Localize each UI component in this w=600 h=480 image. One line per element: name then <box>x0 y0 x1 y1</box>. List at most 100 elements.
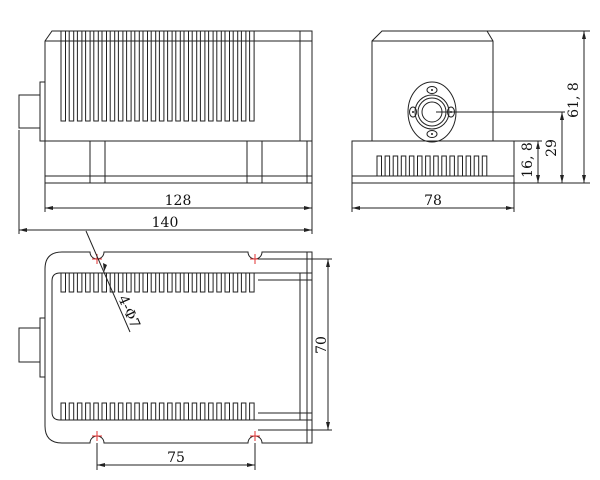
top-connector-flange <box>39 317 46 378</box>
fin <box>60 30 66 122</box>
fin <box>126 30 132 122</box>
fin <box>457 155 463 177</box>
mounting-hole-centerlines <box>92 254 260 441</box>
fin <box>142 30 148 122</box>
fin <box>175 30 181 122</box>
fin <box>158 272 165 293</box>
fin <box>465 155 472 177</box>
fin <box>240 30 247 122</box>
fin <box>117 402 124 421</box>
fin <box>93 272 99 293</box>
top-view: 70 75 4-Φ7 <box>18 230 332 470</box>
fin <box>158 30 165 122</box>
dim-label-140: 140 <box>152 215 179 231</box>
fin <box>249 30 255 122</box>
side-view: 128 140 <box>18 30 313 234</box>
dim-label-70: 70 <box>314 336 330 354</box>
fin <box>392 155 399 177</box>
fin <box>142 402 148 421</box>
fin <box>142 272 148 293</box>
fin <box>167 272 173 293</box>
hole-callout-label: 4-Φ7 <box>114 293 142 331</box>
fin <box>68 402 75 421</box>
fin <box>60 402 66 421</box>
fin <box>117 272 124 293</box>
dim-label-61-8: 61, 8 <box>566 82 582 118</box>
fin <box>85 402 91 421</box>
fin <box>175 402 181 421</box>
fin <box>384 155 391 177</box>
fin <box>134 30 140 122</box>
fin <box>126 402 132 421</box>
fin <box>449 155 455 177</box>
fin <box>150 272 157 293</box>
fin <box>134 272 140 293</box>
fin <box>134 402 140 421</box>
fin <box>158 402 165 421</box>
fin <box>167 402 173 421</box>
fin <box>150 30 157 122</box>
fin <box>199 30 206 122</box>
front-body-outline <box>371 30 494 141</box>
fin <box>417 155 423 177</box>
fin <box>425 155 431 177</box>
front-fins <box>376 155 488 177</box>
fin <box>232 272 239 293</box>
fin <box>376 155 382 177</box>
fin <box>126 272 132 293</box>
fin <box>473 155 480 177</box>
dim-label-78: 78 <box>424 193 442 209</box>
front-view: 78 61, 8 29 16, 8 <box>351 30 590 212</box>
fin <box>101 30 107 122</box>
fin <box>150 402 157 421</box>
fin <box>183 30 189 122</box>
fin <box>85 30 91 122</box>
fin <box>216 272 222 293</box>
fin <box>183 272 189 293</box>
fin <box>224 402 230 421</box>
fin <box>101 402 107 421</box>
fin <box>76 30 83 122</box>
fin <box>400 155 407 177</box>
side-base <box>44 140 313 184</box>
fin <box>224 30 230 122</box>
fin <box>249 272 255 293</box>
fin <box>76 402 83 421</box>
fin <box>216 30 222 122</box>
hole-callout-leader <box>85 230 131 333</box>
fin <box>208 402 214 421</box>
fin <box>232 30 239 122</box>
fin <box>117 30 124 122</box>
front-base <box>351 140 515 184</box>
side-body-outline <box>44 30 313 142</box>
fin <box>85 272 91 293</box>
fin <box>232 402 239 421</box>
fin <box>240 402 247 421</box>
fin <box>109 30 116 122</box>
fin <box>240 272 247 293</box>
dim-label-16-8: 16, 8 <box>520 142 536 178</box>
fin <box>191 402 198 421</box>
fin <box>208 272 214 293</box>
fin <box>199 272 206 293</box>
fin <box>93 30 99 122</box>
fin <box>109 402 116 421</box>
fin <box>191 30 198 122</box>
fin <box>441 155 447 177</box>
side-connector-plug <box>18 94 41 129</box>
fin <box>167 30 173 122</box>
dim-label-75: 75 <box>167 450 185 466</box>
fin <box>208 30 214 122</box>
fin <box>224 272 230 293</box>
fin <box>199 402 206 421</box>
fin <box>76 272 83 293</box>
fin <box>408 155 415 177</box>
dim-label-128: 128 <box>165 193 192 209</box>
fin <box>175 272 181 293</box>
dim-label-29: 29 <box>544 139 560 157</box>
fin <box>481 155 488 177</box>
side-fins <box>60 30 255 122</box>
fin <box>60 272 66 293</box>
